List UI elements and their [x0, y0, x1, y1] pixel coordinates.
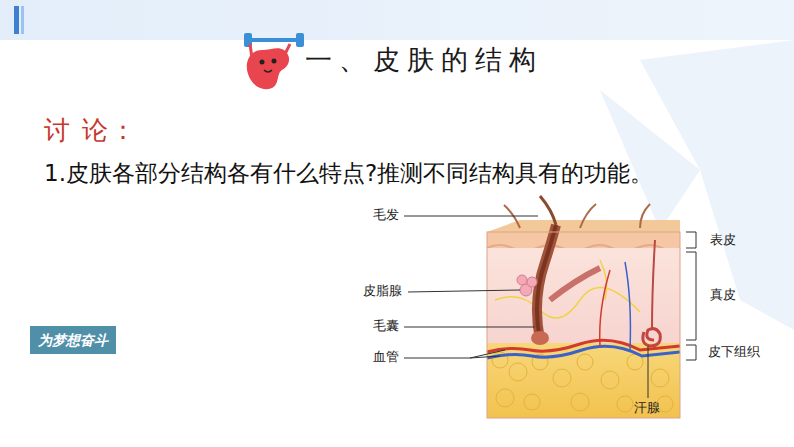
skin-illustration — [487, 196, 680, 418]
part-label: 毛发 — [373, 208, 399, 223]
bar-accent — [14, 6, 19, 34]
part-label: 毛囊 — [373, 319, 399, 334]
leader-lines — [404, 216, 648, 398]
question-text: 1.皮肤各部分结构各有什么特点?推测不同结构具有的功能。 — [44, 160, 653, 186]
part-label: 血管 — [373, 350, 399, 365]
bar-accent — [21, 6, 24, 34]
kidney-mascot — [244, 33, 304, 89]
layer-brackets — [686, 232, 696, 360]
layer-label: 真皮 — [710, 288, 736, 303]
watermark: 为梦想奋斗 — [30, 326, 116, 354]
layer-label: 皮下组织 — [708, 345, 760, 360]
discussion-heading: 讨 论： — [44, 116, 138, 146]
part-label: 汗腺 — [634, 401, 660, 416]
part-label: 皮脂腺 — [363, 284, 402, 299]
top-bar — [0, 0, 794, 40]
slide-title: 一、皮肤的结构 — [305, 44, 543, 75]
layer-label: 表皮 — [710, 233, 736, 248]
